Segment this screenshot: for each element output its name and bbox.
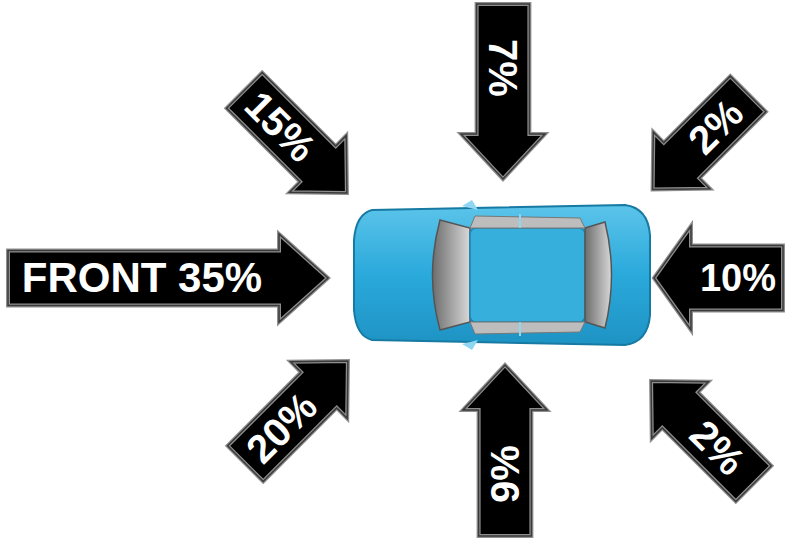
arrow-outline bbox=[216, 62, 375, 221]
arrow-bevel bbox=[8, 234, 328, 322]
impact-arrow: 10% bbox=[651, 224, 785, 332]
arrow-outline bbox=[624, 66, 776, 218]
percentage-label: 15% bbox=[238, 84, 323, 169]
percentage-label: 10% bbox=[700, 259, 776, 297]
arrow-bevel bbox=[217, 333, 376, 492]
percentage-label: 2% bbox=[681, 92, 750, 161]
impact-arrow: FRONT 35% bbox=[6, 232, 331, 324]
percentage-label: 20% bbox=[239, 385, 324, 470]
percentage-label: 7% bbox=[483, 39, 523, 97]
arrow-label-area: FRONT 35% bbox=[6, 232, 279, 324]
percentage-label: 2% bbox=[683, 413, 752, 482]
percentage-label: FRONT 35% bbox=[22, 257, 262, 299]
arrow-bevel bbox=[654, 226, 783, 330]
impact-arrow: 2% bbox=[621, 63, 779, 221]
arrow-bevel bbox=[216, 62, 375, 221]
impact-arrow: 2% bbox=[619, 349, 784, 514]
arrow-label-area: 9% bbox=[461, 410, 549, 538]
arrow-outline bbox=[461, 4, 545, 179]
arrow-bevel bbox=[463, 365, 547, 536]
percentage-label: 9% bbox=[485, 445, 525, 503]
impact-arrow: 15% bbox=[213, 59, 378, 224]
arrow-bevel bbox=[624, 66, 776, 218]
impact-arrow: 9% bbox=[461, 362, 549, 538]
arrow-label-area: 7% bbox=[459, 2, 547, 134]
arrow-outline bbox=[8, 234, 328, 322]
arrow-bevel bbox=[623, 353, 782, 512]
arrow-bevel bbox=[461, 4, 545, 179]
arrow-outline bbox=[463, 365, 547, 536]
arrow-label-area: 10% bbox=[691, 224, 785, 332]
arrow-outline bbox=[623, 353, 782, 512]
impact-arrow: 7% bbox=[459, 2, 547, 182]
arrow-outline bbox=[654, 226, 783, 330]
impact-arrow: 20% bbox=[214, 329, 379, 494]
arrow-outline bbox=[217, 333, 376, 492]
